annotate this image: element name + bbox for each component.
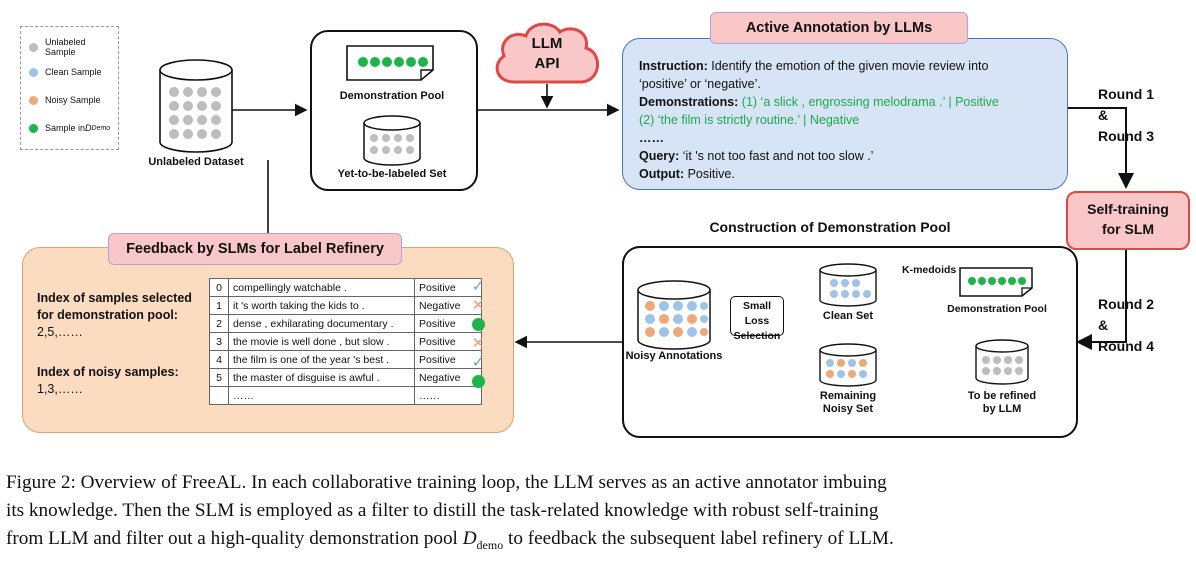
kmedoids-label: K-medoids [902,264,957,276]
check-icon: ✓ [471,278,485,295]
round-label-bottom: Round 2&Round 4 [1098,296,1154,354]
figure-caption: Figure 2: Overview of FreeAL. In each co… [6,472,894,552]
table-cell: …… [228,386,415,405]
cross-icon: ✕ [471,297,485,314]
table-cell: …… [414,386,482,405]
table-cell: Negative [414,368,482,387]
unlabeled-dataset-cylinder [159,59,233,153]
legend: Unlabeled Sample Clean Sample Noisy Samp… [20,26,119,150]
construction-title: Construction of Demonstration Pool [709,219,951,235]
table-cell: 4 [209,350,229,369]
table-cell: 1 [209,296,229,315]
yet-to-label-cylinder [363,115,421,166]
arrow-active-to-selftrain [1066,107,1134,189]
noisy-annotations-label: Noisy Annotations [625,350,723,362]
check-icon: ✓ [471,354,485,371]
table-cell: the master of disguise is awful . [228,368,415,387]
pool-yet-label: Yet-to-be-labeled Set [337,168,447,180]
clean-set-label: Clean Set [822,310,874,322]
output-line: Output: Positive. [639,167,735,181]
clean-sample-dot [29,67,38,77]
round-label-top: Round 1&Round 3 [1098,86,1154,144]
green-dot-icon [471,375,485,389]
table-cell: the movie is well done , but slow . [228,332,415,351]
table-cell: Positive [414,278,482,297]
table-cell: dense , exhilarating documentary . [228,314,415,333]
query-line: Query: ‘it 's not too fast and not too s… [639,149,874,163]
demonstrations-line: Demonstrations: (1) ‘a slick , engrossin… [639,95,999,109]
clean-set-cylinder [819,263,877,307]
table-cell [209,386,229,405]
legend-label: Unlabeled Sample [44,37,86,57]
legend-label: Sample in [45,123,86,133]
to-be-refined-cylinder [975,339,1029,385]
table-cell: Positive [414,350,482,369]
noisy-sample-dot [29,95,38,105]
remaining-noisy-cylinder [819,343,877,387]
active-annotation-panel: Instruction: Identify the emotion of the… [622,38,1068,190]
llm-api-cloud [495,22,599,84]
table-cell: 3 [209,332,229,351]
legend-label: Noisy Sample [45,95,101,105]
pool-demo-label: Demonstration Pool [339,90,445,102]
llm-api-label: LLM API [531,35,563,72]
construction-demo-pool-card [959,267,1033,297]
feedback-title: Feedback by SLMs for Label Refinery [108,233,402,265]
noisy-annotations-cylinder [637,280,711,350]
table-cell: it 's worth taking the kids to . [228,296,415,315]
demo-sample-dot [29,123,38,133]
noisy-index-label: Index of noisy samples: 1,3,…… [37,365,179,396]
table-row: ………… [209,386,482,405]
demonstration-pool-card [346,45,434,81]
table-cell: 2 [209,314,229,333]
instruction-line: Instruction: Identify the emotion of the… [639,59,989,73]
active-annotation-title: Active Annotation by LLMs [710,12,968,44]
unlabeled-dataset-label: Unlabeled Dataset [148,156,244,168]
self-training-box: Self-training for SLM [1066,191,1190,250]
legend-label: Clean Sample [45,67,102,77]
unlabeled-sample-dot [29,42,38,52]
green-dot-icon [471,318,485,332]
table-cell: 0 [209,278,229,297]
table-cell: Negative [414,296,482,315]
table-cell: 5 [209,368,229,387]
cross-icon: ✕ [471,335,485,352]
construction-demo-pool-label: Demonstration Pool [947,303,1047,315]
table-cell: the film is one of the year 's best . [228,350,415,369]
arrow-selftrain-to-construction [1076,248,1127,350]
table-cell: Positive [414,314,482,333]
table-cell: compellingly watchable . [228,278,415,297]
